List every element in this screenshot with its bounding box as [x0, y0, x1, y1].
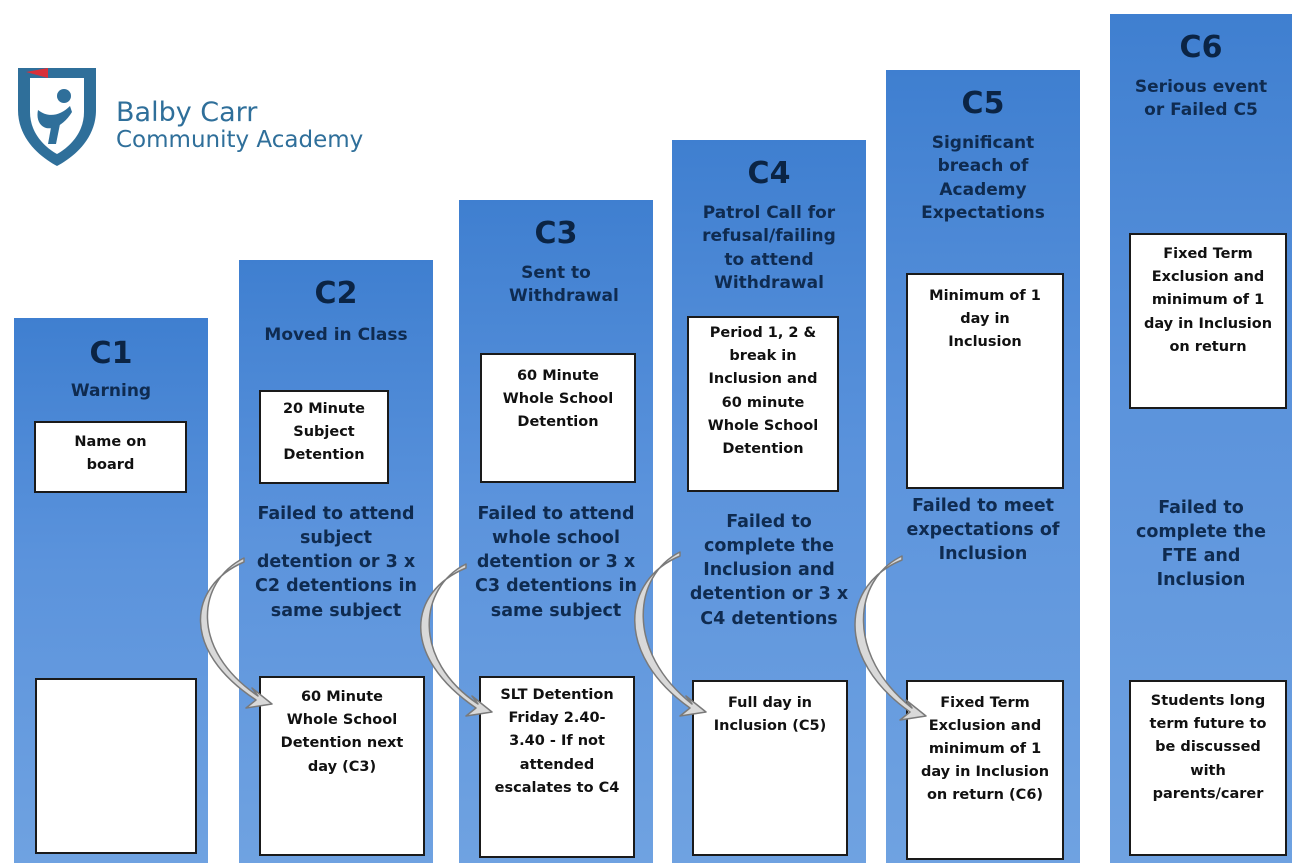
logo-name-line1: Balby Carr — [116, 97, 258, 128]
column-c5-description: Significant breach of Academy Expectatio… — [921, 133, 1045, 224]
column-c6-failure-text: Failed to complete the FTE and Inclusion — [1135, 498, 1267, 591]
column-c1-description: Warning — [70, 381, 152, 401]
column-c1-code: C1 — [89, 336, 133, 371]
column-c4-code: C4 — [747, 156, 791, 191]
column-c5-failure-text: Failed to meet expectations of Inclusion — [906, 496, 1060, 565]
column-c2: C2 Moved in Class 20 Minute Subject Dete… — [239, 260, 433, 863]
column-c4-escalation-box: Full day in Inclusion (C5) — [692, 680, 848, 856]
academy-logo: Balby Carr Community Academy — [8, 60, 388, 170]
column-c4-sanction-box: Period 1, 2 & break in Inclusion and 60 … — [687, 316, 839, 492]
column-c3-sanction-box: 60 Minute Whole School Detention — [480, 353, 636, 483]
column-c3: C3 Sent to Withdrawal 60 Minute Whole Sc… — [459, 200, 653, 863]
column-c2-escalation-box: 60 Minute Whole School Detention next da… — [259, 676, 425, 856]
academy-shield-logo-icon — [18, 68, 96, 166]
column-c3-description: Sent to Withdrawal — [509, 263, 619, 307]
column-c1-sanction-box: Name on board — [34, 421, 187, 493]
column-c6-code: C6 — [1179, 30, 1223, 65]
column-c1-escalation-box — [35, 678, 197, 854]
column-c6: C6 Serious event or Failed C5 Fixed Term… — [1110, 14, 1292, 863]
column-c5-sanction-box: Minimum of 1 day in Inclusion — [906, 273, 1064, 489]
column-c6-sanction-box: Fixed Term Exclusion and minimum of 1 da… — [1129, 233, 1287, 409]
logo-name-line2: Community Academy — [116, 126, 364, 153]
column-c6-escalation-box: Students long term future to be discusse… — [1129, 680, 1287, 856]
column-c2-sanction-box: 20 Minute Subject Detention — [259, 390, 389, 484]
column-c4-failure-text: Failed to complete the Inclusion and det… — [689, 512, 849, 629]
column-c2-description: Moved in Class — [264, 325, 408, 345]
column-c4-description: Patrol Call for refusal/failing to atten… — [702, 203, 836, 294]
column-c6-description: Serious event or Failed C5 — [1134, 77, 1268, 121]
column-c2-code: C2 — [314, 276, 358, 311]
column-c2-failure-text: Failed to attend subject detention or 3 … — [254, 504, 417, 621]
column-c4: C4 Patrol Call for refusal/failing to at… — [672, 140, 866, 863]
column-c5: C5 Significant breach of Academy Expecta… — [886, 70, 1080, 863]
column-c3-failure-text: Failed to attend whole school detention … — [474, 504, 637, 621]
column-c3-code: C3 — [534, 216, 578, 251]
column-c5-code: C5 — [961, 86, 1005, 121]
column-c3-escalation-box: SLT Detention Friday 2.40-3.40 - If not … — [479, 676, 635, 858]
column-c5-escalation-box: Fixed Term Exclusion and minimum of 1 da… — [906, 680, 1064, 860]
column-c1: C1 Warning Name on board — [14, 318, 208, 863]
